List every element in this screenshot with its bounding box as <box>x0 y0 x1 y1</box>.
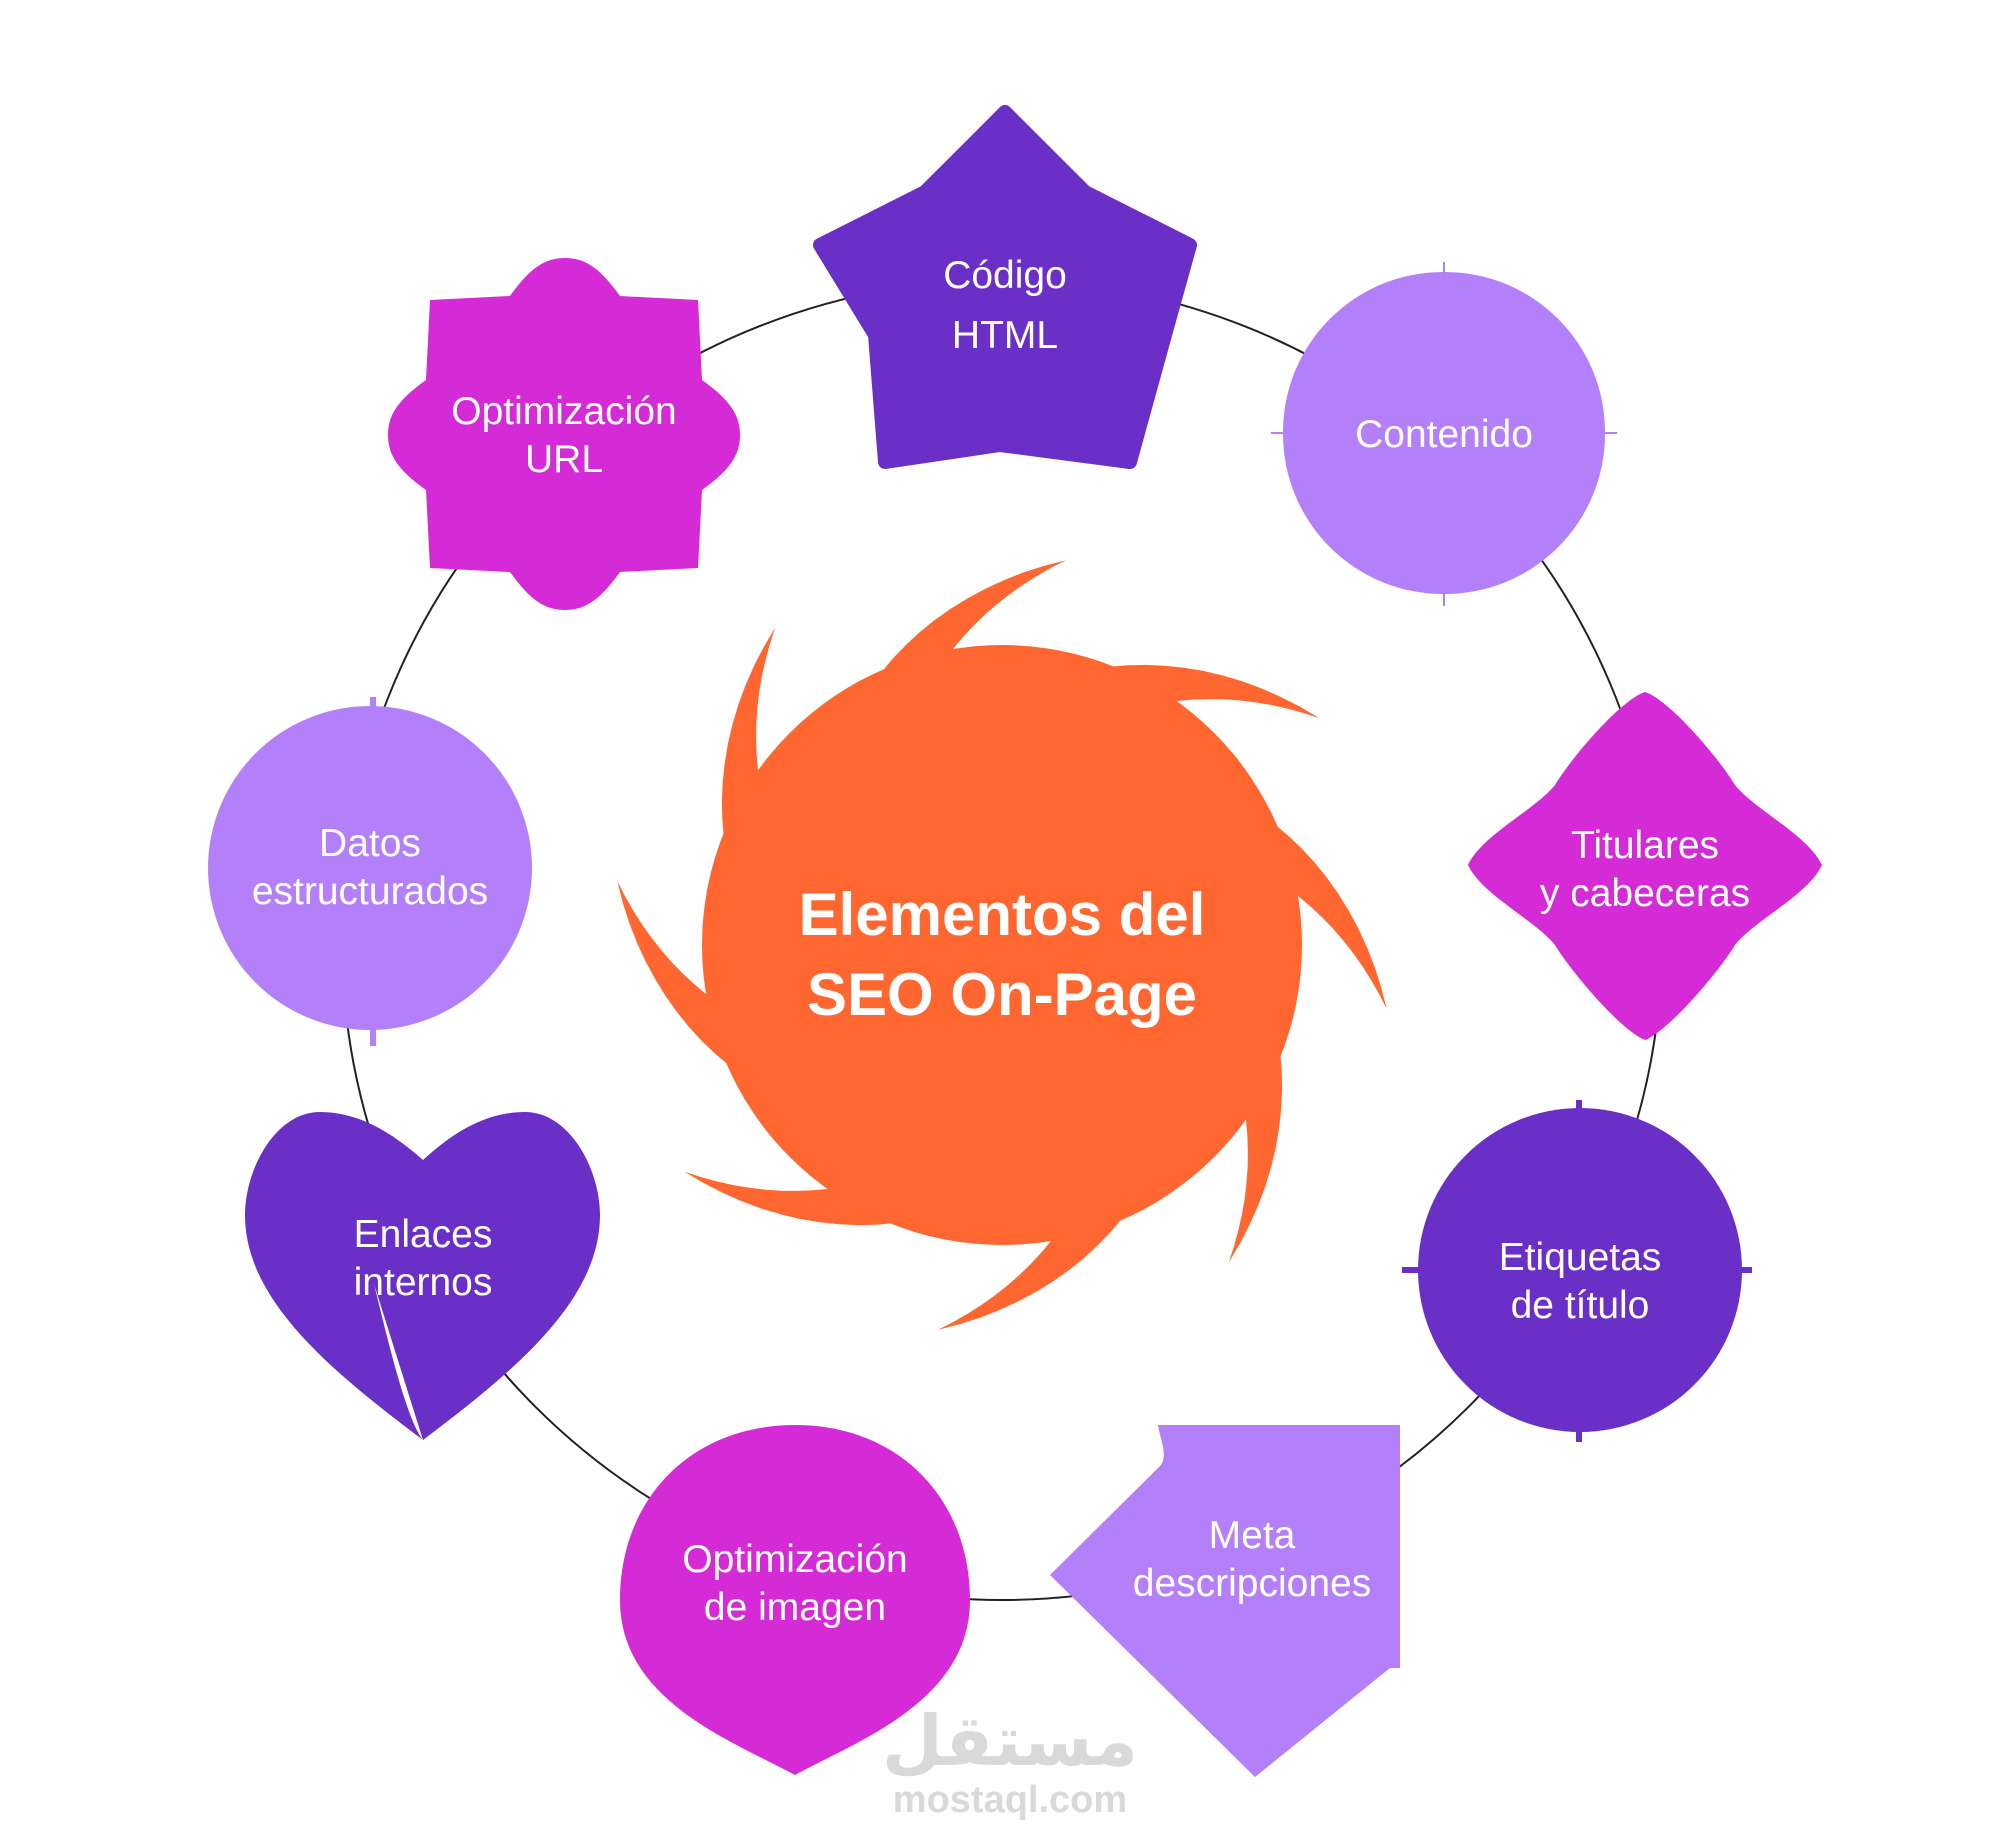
arrow-pentagon-shape <box>1050 1425 1400 1777</box>
swirl-arm <box>1204 945 1283 1263</box>
node-datos: Datos estructurados <box>208 697 532 1046</box>
swirl-arm <box>1171 775 1387 1009</box>
swirl-arm <box>938 1114 1172 1330</box>
swirl-arm <box>1002 664 1320 743</box>
center-title-line-2: SEO On-Page <box>807 961 1197 1028</box>
node-label-line: Meta <box>1209 1514 1296 1557</box>
node-label-line: Datos <box>319 822 421 865</box>
node-label-line: HTML <box>952 314 1058 357</box>
node-titulares: Titulares y cabeceras <box>1468 692 1822 1040</box>
watermark-url: mostaql.com <box>893 1779 1127 1821</box>
center-swirl <box>617 560 1387 1330</box>
node-label-line: URL <box>525 438 603 481</box>
node-label-line: Enlaces <box>354 1213 493 1256</box>
watermark: مستقل mostaql.com <box>882 1702 1138 1821</box>
center-title-line-1: Elementos del <box>799 881 1206 948</box>
node-contenido: Contenido <box>1271 262 1617 606</box>
swirl-arm <box>832 560 1066 776</box>
watermark-logo-text: مستقل <box>882 1702 1138 1780</box>
flower-square-shape <box>388 258 740 610</box>
node-label-line: Etiquetas <box>1499 1236 1662 1279</box>
node-label-line: estructurados <box>252 870 488 913</box>
node-label-line: Optimización <box>682 1538 907 1581</box>
node-label-line: y cabeceras <box>1540 872 1750 915</box>
node-label-line: Código <box>943 254 1067 297</box>
node-label-line: de imagen <box>704 1586 886 1629</box>
node-label-line: descripciones <box>1133 1562 1371 1605</box>
notched-circle-shape <box>208 706 532 1030</box>
notched-circle-shape <box>1418 1108 1742 1432</box>
node-label-line: de título <box>1511 1284 1650 1327</box>
star-shape <box>813 105 1197 469</box>
swirl-arm <box>617 881 833 1115</box>
curved-diamond-shape <box>1468 692 1822 1040</box>
center-title: Elementos del SEO On-Page <box>799 881 1206 1028</box>
node-url: Optimización URL <box>388 258 740 610</box>
node-codigo-html: Código HTML <box>813 105 1197 469</box>
swirl-arm <box>684 1147 1002 1226</box>
node-label-line: Optimización <box>451 390 676 433</box>
node-label-line: Contenido <box>1355 413 1533 456</box>
node-label-line: Titulares <box>1571 824 1719 867</box>
node-imagen: Optimización de imagen <box>620 1425 970 1775</box>
swirl-arm <box>721 627 800 945</box>
drop-shape <box>620 1425 970 1775</box>
heart-shape <box>245 1112 600 1440</box>
node-enlaces: Enlaces internos <box>245 1112 600 1440</box>
node-meta: Meta descripciones <box>1050 1425 1400 1777</box>
node-etiquetas: Etiquetas de título <box>1402 1100 1752 1442</box>
node-label-line: internos <box>354 1261 493 1304</box>
